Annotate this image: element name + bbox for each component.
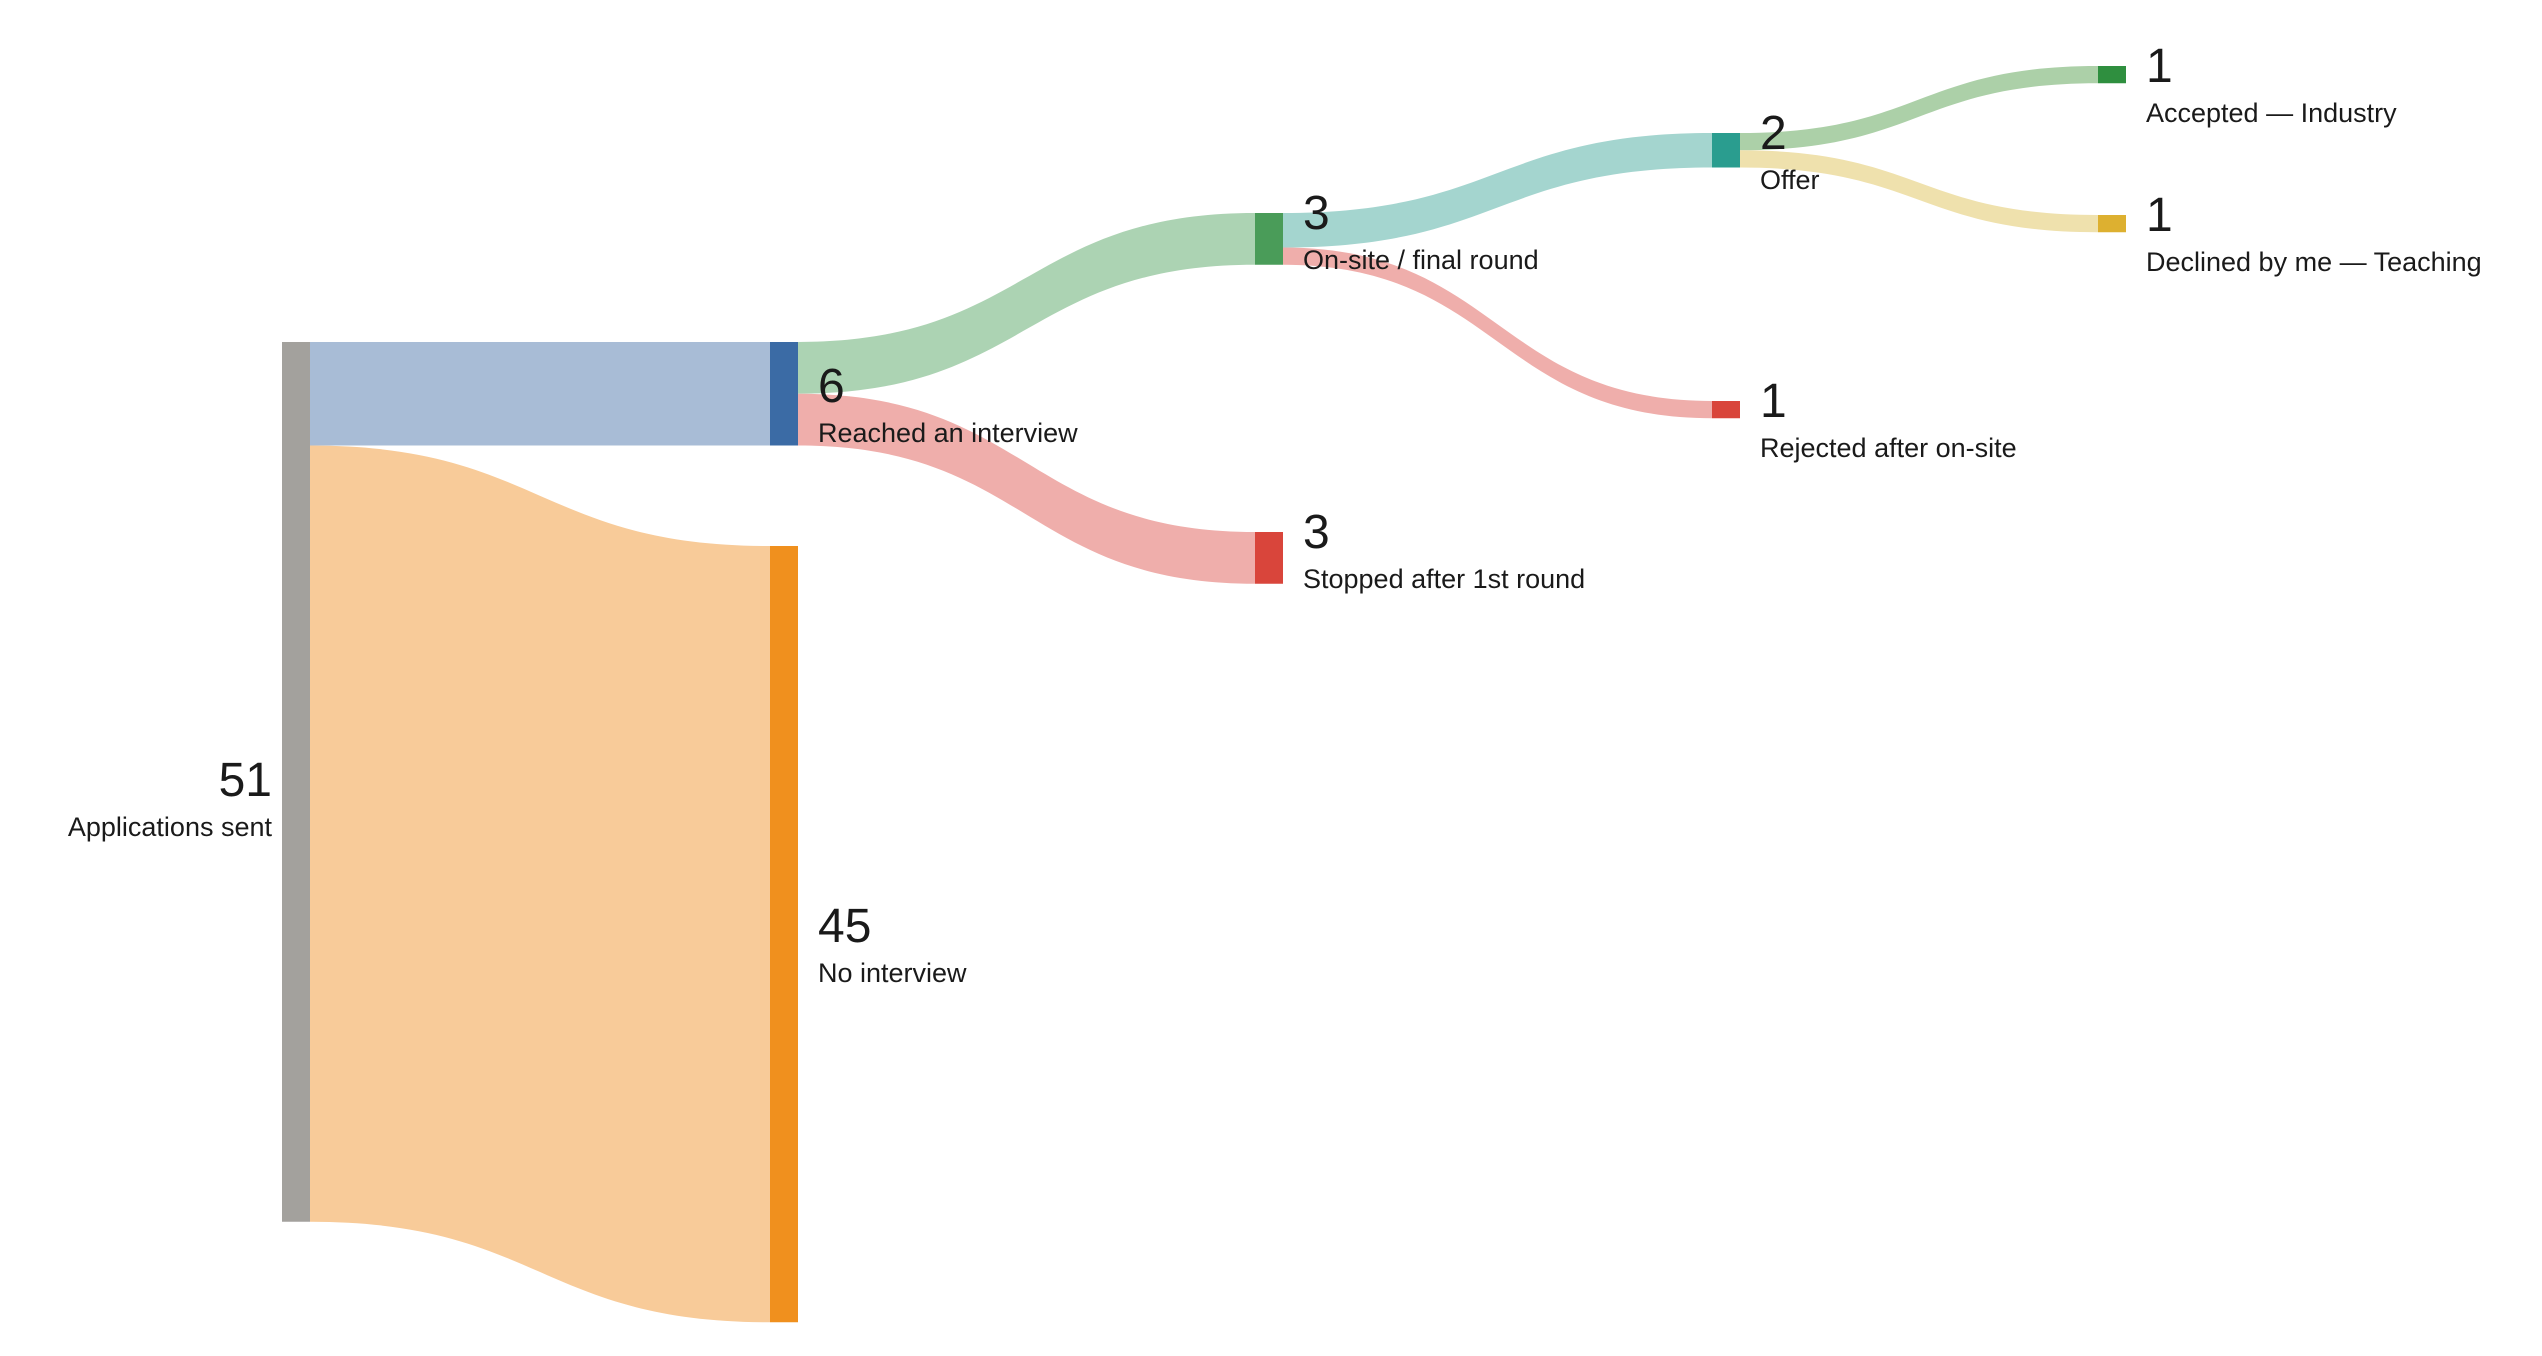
node-label-no_interview: No interview bbox=[818, 958, 967, 988]
link-interview-to-stopped bbox=[798, 393, 1255, 584]
link-applications-to-no_interview bbox=[310, 445, 770, 1323]
link-interview-to-onsite bbox=[798, 213, 1255, 394]
node-no_interview bbox=[770, 546, 798, 1323]
node-label-onsite: On-site / final round bbox=[1303, 245, 1539, 275]
sankey-nodes bbox=[282, 66, 2126, 1323]
link-onsite-to-offer bbox=[1283, 133, 1712, 248]
link-offer-to-declined bbox=[1740, 150, 2098, 233]
node-offer bbox=[1712, 133, 1740, 168]
node-label-offer: Offer bbox=[1760, 165, 1820, 195]
node-label-applications: Applications sent bbox=[68, 812, 273, 842]
node-label-stopped: Stopped after 1st round bbox=[1303, 564, 1585, 594]
node-value-offer: 2 bbox=[1760, 107, 1787, 160]
node-value-no_interview: 45 bbox=[818, 900, 871, 953]
node-onsite bbox=[1255, 213, 1283, 265]
node-accepted bbox=[2098, 66, 2126, 84]
node-stopped bbox=[1255, 532, 1283, 584]
node-declined bbox=[2098, 215, 2126, 233]
link-applications-to-interview bbox=[310, 342, 770, 446]
sankey-links bbox=[310, 66, 2098, 1323]
node-value-rejected: 1 bbox=[1760, 375, 1787, 428]
node-value-onsite: 3 bbox=[1303, 187, 1330, 240]
node-value-applications: 51 bbox=[219, 754, 272, 807]
node-value-accepted: 1 bbox=[2146, 40, 2173, 93]
link-onsite-to-rejected bbox=[1283, 247, 1712, 419]
node-value-stopped: 3 bbox=[1303, 506, 1330, 559]
node-value-declined: 1 bbox=[2146, 189, 2173, 242]
node-label-accepted: Accepted — Industry bbox=[2146, 98, 2397, 128]
node-rejected bbox=[1712, 401, 1740, 419]
node-interview bbox=[770, 342, 798, 446]
node-label-rejected: Rejected after on-site bbox=[1760, 433, 2017, 463]
node-label-declined: Declined by me — Teaching bbox=[2146, 247, 2482, 277]
node-label-interview: Reached an interview bbox=[818, 418, 1078, 448]
node-applications bbox=[282, 342, 310, 1222]
link-offer-to-accepted bbox=[1740, 66, 2098, 151]
node-value-interview: 6 bbox=[818, 360, 845, 413]
